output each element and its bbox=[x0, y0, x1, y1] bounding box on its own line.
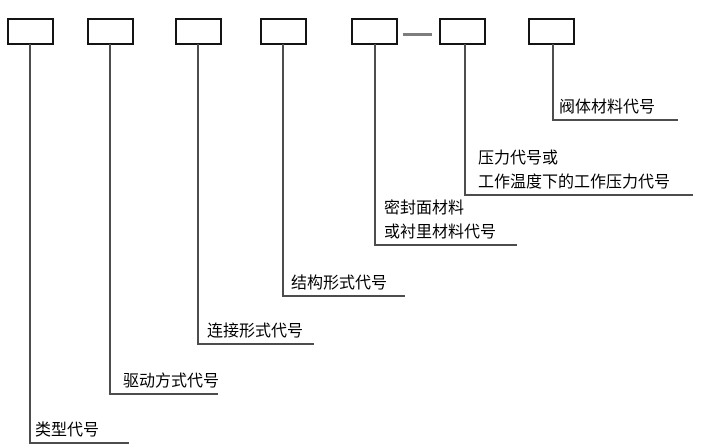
label-underline-2 bbox=[109, 393, 218, 395]
code-box-4 bbox=[260, 18, 307, 45]
connector-line-3 bbox=[197, 44, 199, 345]
code-box-1 bbox=[7, 18, 54, 45]
label-underline-1 bbox=[29, 442, 129, 444]
connector-line-1 bbox=[29, 44, 31, 444]
label-text: 工作温度下的工作压力代号 bbox=[478, 172, 671, 191]
label-text: 类型代号 bbox=[35, 420, 100, 439]
code-box-5 bbox=[351, 18, 398, 45]
connector-line-4 bbox=[282, 44, 284, 297]
label-text: 驱动方式代号 bbox=[123, 371, 220, 390]
code-box-3 bbox=[175, 18, 222, 45]
code-box-2 bbox=[87, 18, 134, 45]
label-underline-4 bbox=[282, 295, 405, 297]
label-type-code: 类型代号 bbox=[35, 418, 99, 442]
connector-line-6 bbox=[464, 44, 466, 196]
label-underline-5 bbox=[374, 244, 517, 246]
connector-line-2 bbox=[109, 44, 111, 395]
label-text: 连接形式代号 bbox=[207, 321, 304, 340]
label-text: 密封面材料 bbox=[384, 198, 465, 217]
label-pressure-code: 压力代号或 工作温度下的工作压力代号 bbox=[478, 146, 670, 194]
label-underline-6 bbox=[464, 194, 693, 196]
code-box-6 bbox=[439, 18, 486, 45]
connector-line-7 bbox=[552, 44, 554, 121]
label-underline-3 bbox=[197, 343, 314, 345]
label-connection-form-code: 连接形式代号 bbox=[207, 319, 303, 343]
dash-separator bbox=[403, 33, 432, 36]
label-sealing-or-lining-material-code: 密封面材料 或衬里材料代号 bbox=[384, 196, 496, 244]
label-text: 或衬里材料代号 bbox=[384, 222, 497, 241]
label-valve-body-material-code: 阀体材料代号 bbox=[559, 95, 655, 119]
label-underline-7 bbox=[552, 119, 678, 121]
label-structure-form-code: 结构形式代号 bbox=[291, 271, 387, 295]
label-text: 压力代号或 bbox=[478, 148, 559, 167]
connector-line-5 bbox=[374, 44, 376, 246]
label-text: 结构形式代号 bbox=[291, 273, 388, 292]
label-drive-mode-code: 驱动方式代号 bbox=[123, 369, 219, 393]
code-box-7 bbox=[528, 18, 575, 45]
label-text: 阀体材料代号 bbox=[559, 97, 656, 116]
